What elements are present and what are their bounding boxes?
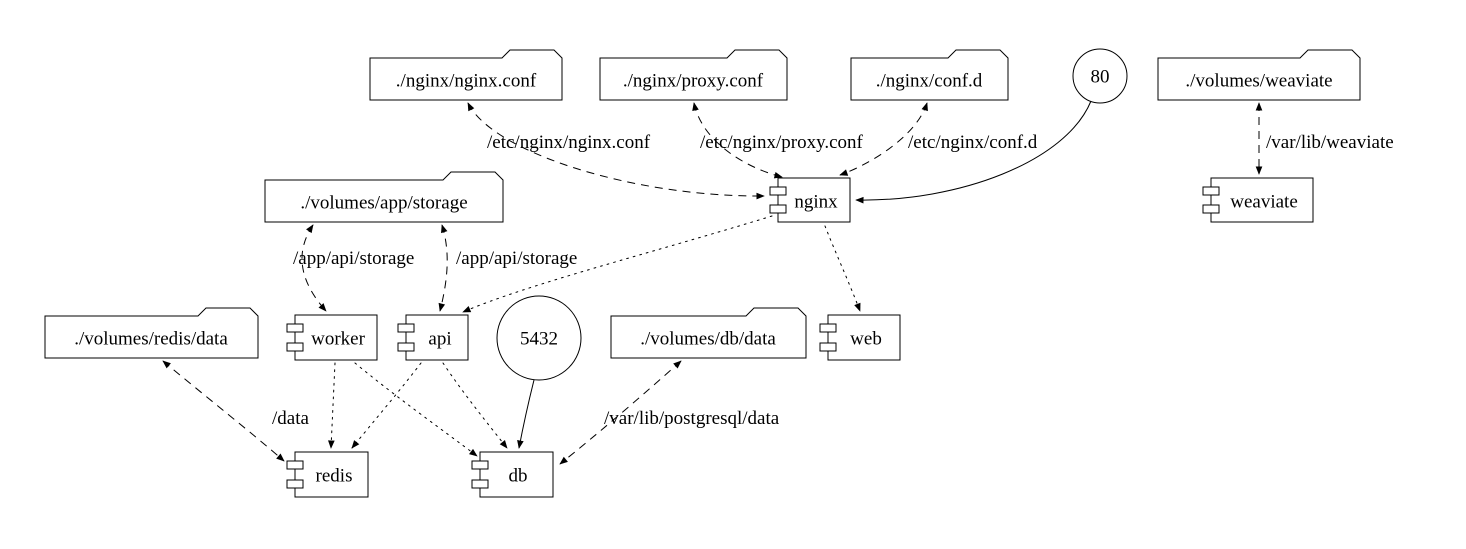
edge-conf-d-nginx xyxy=(839,102,928,176)
node-label: 5432 xyxy=(520,329,558,350)
edge-worker-redis xyxy=(328,362,336,449)
node-label: ./volumes/weaviate xyxy=(1185,71,1332,92)
edge-label-conf-d-mount: /etc/nginx/conf.d xyxy=(908,132,1038,153)
component-box xyxy=(479,451,554,498)
node-label: ./volumes/app/storage xyxy=(300,193,467,214)
edge-label-weaviate-mount: /var/lib/weaviate xyxy=(1266,132,1394,153)
node-label: 80 xyxy=(1091,67,1110,88)
component-tab-icon xyxy=(819,342,837,352)
edge-label-nginx-conf-mount: /etc/nginx/nginx.conf xyxy=(487,132,651,153)
component-tab-icon xyxy=(286,323,304,333)
node-nginx: nginx xyxy=(769,177,851,223)
component-box xyxy=(1210,177,1314,223)
folder-icon xyxy=(44,307,259,359)
node-nginx-conf: ./nginx/nginx.conf xyxy=(369,49,563,101)
component-tab-icon xyxy=(819,323,837,333)
edge-label-proxy-conf-mount: /etc/nginx/proxy.conf xyxy=(700,132,864,153)
component-tab-icon xyxy=(286,342,304,352)
node-label: api xyxy=(428,329,451,350)
node-volumes-weaviate: ./volumes/weaviate xyxy=(1157,49,1361,101)
node-label: redis xyxy=(316,466,353,487)
component-box xyxy=(294,314,378,361)
component-tab-icon xyxy=(397,323,415,333)
node-worker: worker xyxy=(286,314,378,361)
folder-icon xyxy=(1157,49,1361,101)
node-volumes-redis-data: ./volumes/redis/data xyxy=(44,307,259,359)
port-circle-icon xyxy=(496,295,582,381)
folder-icon xyxy=(850,49,1009,101)
node-label: ./nginx/proxy.conf xyxy=(623,71,764,92)
edges-layer xyxy=(162,100,1263,465)
component-tab-icon xyxy=(769,186,787,196)
component-tab-icon xyxy=(1202,204,1220,214)
edge-label-worker-storage-mount: /app/api/storage xyxy=(293,248,414,269)
component-tab-icon xyxy=(397,342,415,352)
edge-redis-volume-redis xyxy=(162,360,285,462)
node-volumes-db-data: ./volumes/db/data xyxy=(610,307,807,359)
edge-label-db-mount: /var/lib/postgresql/data xyxy=(604,408,780,429)
component-tab-icon xyxy=(286,479,304,489)
folder-icon xyxy=(599,49,788,101)
node-label: ./volumes/db/data xyxy=(640,329,776,350)
node-label: worker xyxy=(311,329,365,350)
node-label: web xyxy=(850,329,882,350)
node-label: weaviate xyxy=(1230,192,1298,213)
node-conf-d: ./nginx/conf.d xyxy=(850,49,1009,101)
edge-label-api-storage-mount: /app/api/storage xyxy=(456,248,577,269)
node-redis: redis xyxy=(286,451,369,498)
node-label: nginx xyxy=(794,192,838,213)
node-label: ./nginx/nginx.conf xyxy=(396,71,537,92)
node-port-80: 80 xyxy=(1072,48,1128,104)
node-label: ./volumes/redis/data xyxy=(74,329,228,350)
node-label: db xyxy=(509,466,528,487)
component-tab-icon xyxy=(286,460,304,470)
edge-proxy-conf-nginx xyxy=(692,102,783,179)
edge-nginx-conf-nginx xyxy=(467,102,765,200)
edge-nginx-api xyxy=(462,215,773,313)
node-db: db xyxy=(471,451,554,498)
edge-storage-worker xyxy=(301,224,327,312)
edge-storage-api xyxy=(438,224,448,312)
folder-icon xyxy=(610,307,807,359)
component-tab-icon xyxy=(1202,186,1220,196)
edge-nginx-web xyxy=(824,225,861,312)
component-box xyxy=(777,177,851,223)
node-volumes-app-storage: ./volumes/app/storage xyxy=(264,171,504,223)
edge-db-volume-db xyxy=(559,360,682,465)
edge-api-db xyxy=(442,362,508,449)
component-tab-icon xyxy=(769,204,787,214)
edge-labels-layer: /etc/nginx/nginx.conf /etc/nginx/proxy.c… xyxy=(272,132,1394,429)
node-port-5432: 5432 xyxy=(496,295,582,381)
edge-api-redis xyxy=(351,362,422,449)
component-box xyxy=(827,314,901,361)
port-circle-icon xyxy=(1072,48,1128,104)
edge-worker-db xyxy=(354,362,478,457)
node-web: web xyxy=(819,314,901,361)
folder-icon xyxy=(369,49,563,101)
folder-icon xyxy=(264,171,504,223)
component-tab-icon xyxy=(471,460,489,470)
node-proxy-conf: ./nginx/proxy.conf xyxy=(599,49,788,101)
node-api: api xyxy=(397,314,469,361)
edge-port5432-db xyxy=(517,379,535,449)
component-box xyxy=(405,314,469,361)
component-box xyxy=(294,451,369,498)
edge-port80-nginx xyxy=(855,100,1092,204)
node-label: ./nginx/conf.d xyxy=(876,71,983,92)
edge-label-redis-mount: /data xyxy=(272,408,309,429)
component-tab-icon xyxy=(471,479,489,489)
node-weaviate: weaviate xyxy=(1202,177,1314,223)
